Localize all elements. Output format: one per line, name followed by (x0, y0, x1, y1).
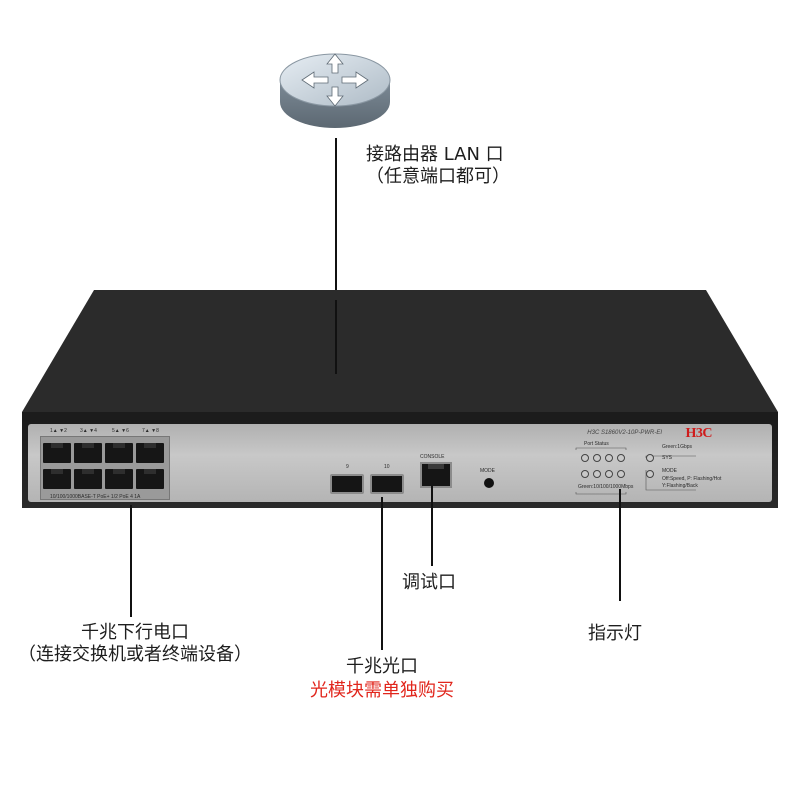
sfp-port-10[interactable] (370, 474, 404, 494)
led-port-3 (593, 454, 601, 462)
sfp-port-9[interactable] (330, 474, 364, 494)
switch-model: H3C S1860V2-10P-PWR-EI (587, 430, 662, 436)
legend-green: Green:1Gbps (662, 444, 693, 450)
rj45-port-2[interactable] (43, 469, 71, 489)
console-connector-line (431, 486, 433, 566)
switch-front-panel: H3C S1860V2-10P-PWR-EI H3C 1▲ ▼2 3▲ ▼4 5… (22, 420, 778, 508)
led-port-4 (593, 470, 601, 478)
h3c-logo: H3C (685, 426, 713, 441)
led-mode (646, 470, 654, 478)
fiber-connector-line (381, 497, 383, 650)
rj45-port-5[interactable] (105, 443, 133, 463)
ports-footnote: 10/100/1000BASE-T PoE+ 1/2 PoE 4 1A (50, 494, 141, 500)
legend-flashing: Y:Flashing/Back (662, 483, 698, 489)
debug-port-label: 调试口 (402, 572, 456, 593)
sfp-label-10: 10 (384, 464, 390, 470)
rj45-port-4[interactable] (74, 469, 102, 489)
fiber-label: 千兆光口 (346, 656, 418, 677)
mode-button[interactable] (484, 478, 494, 488)
sfp-label-9: 9 (346, 464, 349, 470)
router-lan-note: （任意端口都可） (366, 166, 510, 187)
switch-top-surface (22, 290, 778, 420)
led-port-2 (581, 470, 589, 478)
rj45-port-6[interactable] (105, 469, 133, 489)
mode-label: MODE (480, 468, 495, 474)
router-connector-line-lower (335, 300, 337, 374)
led-sys (646, 454, 654, 462)
rj45-port-block (40, 436, 170, 500)
downlink-connector-line (130, 505, 132, 617)
rj45-port-7[interactable] (136, 443, 164, 463)
indicator-label: 指示灯 (588, 623, 642, 644)
led-port-5 (605, 454, 613, 462)
port-label-5-6: 5▲ ▼6 (112, 428, 129, 434)
router-connector-line (335, 138, 337, 374)
rj45-port-1[interactable] (43, 443, 71, 463)
led-port-7 (617, 454, 625, 462)
port-label-3-4: 3▲ ▼4 (80, 428, 97, 434)
console-port[interactable] (420, 462, 452, 488)
downlink-label: 千兆下行电口 (81, 622, 189, 643)
router-icon (279, 53, 391, 128)
port-label-7-8: 7▲ ▼8 (142, 428, 159, 434)
legend-mode: MODE (662, 468, 677, 474)
rj45-port-8[interactable] (136, 469, 164, 489)
downlink-note: （连接交换机或者终端设备） (18, 644, 252, 665)
led-port-1 (581, 454, 589, 462)
fiber-module-note: 光模块需单独购买 (310, 680, 454, 701)
switch-faceplate: H3C S1860V2-10P-PWR-EI H3C 1▲ ▼2 3▲ ▼4 5… (28, 424, 772, 502)
legend-off-speed: Off:Speed, P: Flashing/Hot (662, 476, 722, 482)
port-label-1-2: 1▲ ▼2 (50, 428, 67, 434)
router-lan-label: 接路由器 LAN 口 (366, 144, 504, 165)
led-port-8 (617, 470, 625, 478)
led-port-6 (605, 470, 613, 478)
indicator-connector-line (619, 489, 621, 601)
led-speed-note: Green:10/100/1000Mbps (578, 484, 634, 490)
legend-sys: SYS (662, 455, 673, 461)
console-label: CONSOLE (420, 454, 445, 460)
rj45-port-3[interactable] (74, 443, 102, 463)
port-status-label: Port Status (584, 441, 609, 447)
